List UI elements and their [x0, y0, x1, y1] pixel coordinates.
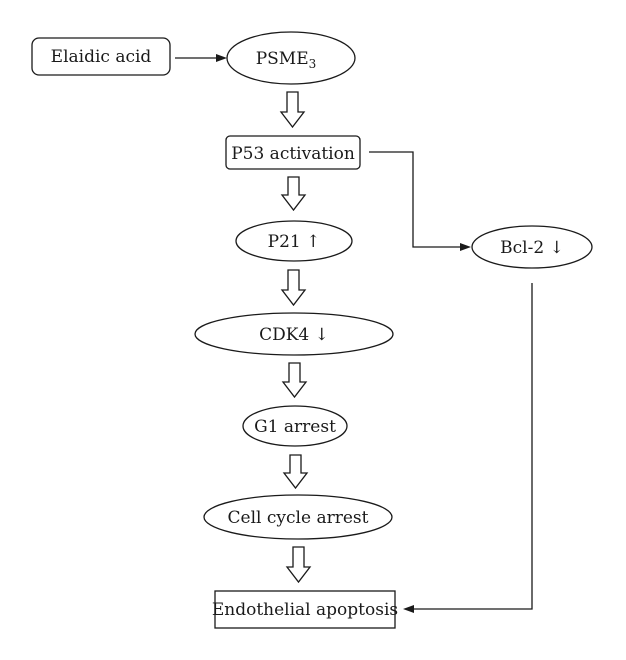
p53-activation-label: P53 activation [231, 144, 355, 164]
arrow-elaidic-to-psme3 [175, 54, 227, 62]
p21-node [235, 220, 353, 262]
g1-arrest-label: G1 arrest [254, 417, 336, 437]
elaidic-acid-node [31, 37, 171, 76]
block-arrow-cell-cycle-to-apoptosis [285, 546, 312, 584]
psme3-label-base: PSME [256, 49, 309, 69]
block-arrow-p21-to-cdk4 [280, 269, 307, 307]
arrow-bcl2-to-apoptosis [403, 283, 533, 613]
bcl2-node [471, 225, 593, 269]
cell-cycle-arrest-label: Cell cycle arrest [228, 508, 369, 528]
block-arrow-g1-to-cell-cycle [282, 454, 309, 490]
cdk4-label: CDK4 ↓ [259, 325, 329, 345]
block-arrow-p53-to-p21 [280, 176, 307, 212]
p21-label: P21 ↑ [268, 232, 321, 252]
cell-cycle-arrest-node [203, 494, 393, 540]
arrow-p53-to-bcl2 [369, 151, 471, 251]
endothelial-apoptosis-label: Endothelial apoptosis [212, 600, 398, 620]
endothelial-apoptosis-node [214, 590, 396, 629]
psme3-label: PSME3 [256, 49, 317, 71]
block-arrow-cdk4-to-g1 [281, 362, 308, 399]
elaidic-acid-label: Elaidic acid [51, 47, 152, 67]
g1-arrest-node [242, 405, 348, 447]
block-arrow-psme3-to-p53 [279, 91, 306, 129]
p53-activation-node [225, 135, 361, 170]
bcl2-label: Bcl-2 ↓ [500, 238, 564, 258]
cdk4-node [194, 312, 394, 356]
psme3-label-subscript: 3 [309, 57, 317, 71]
